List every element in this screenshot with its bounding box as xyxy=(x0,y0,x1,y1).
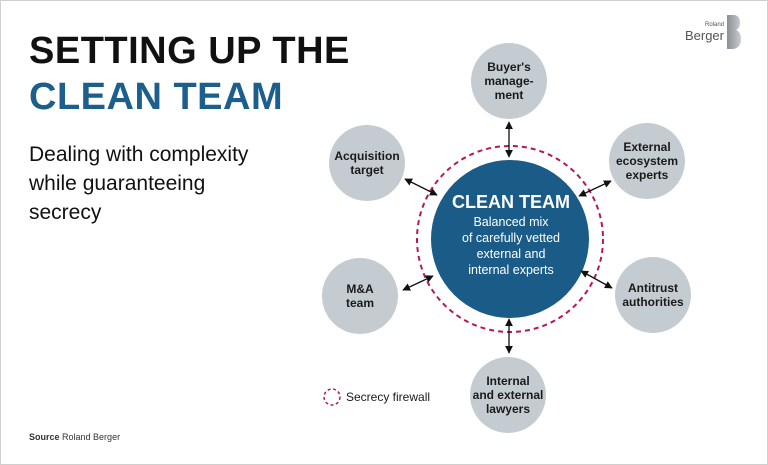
title-line-1: SETTING UP THE xyxy=(29,30,350,72)
subtitle: Dealing with complexity while guaranteei… xyxy=(29,143,249,224)
roland-berger-logo: Roland Berger xyxy=(685,15,741,49)
logo-b-mark-icon xyxy=(727,15,741,49)
label-internal-external-lawyers: Internal and external lawyers xyxy=(472,374,544,416)
source-label: Source xyxy=(29,432,60,442)
node-antitrust-authorities xyxy=(615,257,691,333)
arrow-external-ecosystem-experts xyxy=(578,180,612,197)
clean-team-title: CLEAN TEAM xyxy=(452,192,570,212)
node-acquisition-target xyxy=(329,125,405,201)
arrow-antitrust-authorities xyxy=(580,270,613,289)
node-internal-external-lawyers xyxy=(470,357,546,433)
label-external-ecosystem-experts: External ecosystem experts xyxy=(615,140,679,182)
legend: Secrecy firewall xyxy=(342,390,430,404)
arrow-ma-team xyxy=(402,275,434,291)
legend-firewall-label: Secrecy firewall xyxy=(346,390,431,404)
clean-team-text: CLEAN TEAM Balanced mix of carefully vet… xyxy=(441,191,581,278)
label-antitrust-authorities: Antitrust authorities xyxy=(622,281,684,309)
clean-team-circle xyxy=(431,160,589,318)
title-line-2: CLEAN TEAM xyxy=(29,76,284,118)
clean-team-description: Balanced mix of carefully vetted externa… xyxy=(462,215,560,277)
logo-big-text: Berger xyxy=(684,27,724,43)
node-ma-team xyxy=(322,258,398,334)
source-text: Roland Berger xyxy=(62,432,121,442)
source-note: Source Roland Berger xyxy=(29,432,120,442)
label-ma-team: M&A team xyxy=(345,282,374,310)
arrow-acquisition-target xyxy=(404,178,438,196)
label-buyers-management: Buyer's manage- ment xyxy=(484,60,534,102)
logo-small-text: Roland xyxy=(704,21,724,28)
node-buyers-management xyxy=(471,43,547,119)
node-external-ecosystem-experts xyxy=(609,123,685,199)
label-acquisition-target: Acquisition target xyxy=(334,149,400,177)
legend-firewall-icon xyxy=(323,388,341,406)
